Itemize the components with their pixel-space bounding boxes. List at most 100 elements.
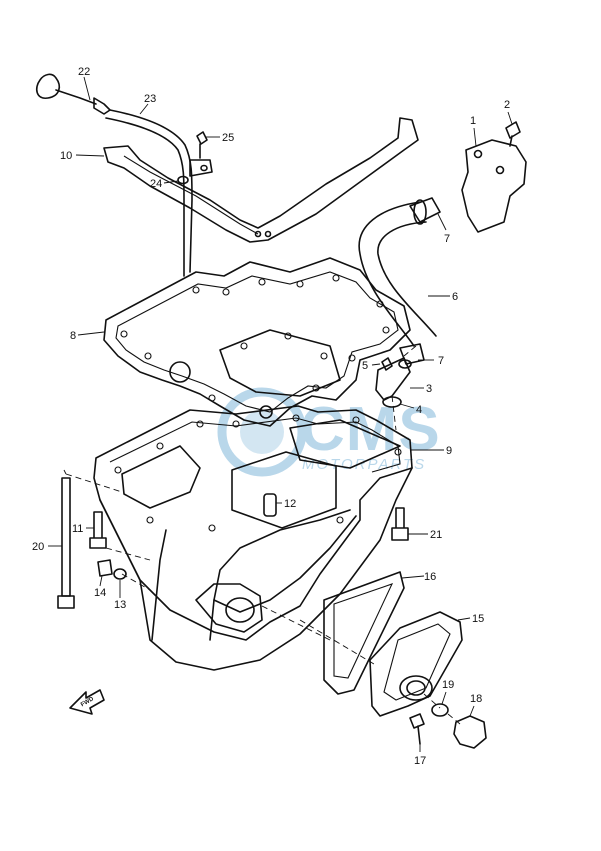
baffle-hole-1 [254,230,262,238]
bolt-17 [409,713,425,745]
oil-pan-rib-2 [209,509,351,641]
gasket-hole [120,330,128,338]
dipstick-handle [35,73,61,99]
leader-4 [399,403,415,409]
leader-5 [371,363,381,366]
baffle-cover [103,117,419,243]
callout-15: 15 [472,613,484,625]
bolt-21 [391,507,409,541]
gasket-16-inner [333,583,394,679]
oil-pan-side-rib [151,529,167,641]
dashed-line-4 [391,395,397,431]
leader-19 [441,691,447,705]
watermark-sub: MOTORPARTS [302,456,426,473]
callout-12: 12 [284,498,296,510]
dashed-line-11 [105,547,151,561]
gasket-hole [222,288,230,296]
callout-16: 16 [424,571,436,583]
pan-hole [114,466,122,474]
gasket-hole [192,286,200,294]
callout-19: 19 [442,679,454,691]
dashed-line-15 [299,619,375,665]
gasket-hole [376,300,384,308]
gasket-hole [240,342,248,350]
oil-pan-flange-holes [114,414,402,532]
clip-7-lower [399,343,425,365]
cover-15 [369,611,463,717]
leader-18 [469,705,475,717]
oil-pan-pocket [289,419,401,469]
leader-1 [473,127,477,147]
dipstick-cap [93,97,111,115]
callout-13: 13 [114,599,126,611]
gasket-bolt-holes [120,274,390,402]
gasket-window [219,329,341,397]
callout-22: 22 [78,66,90,78]
pan-hole [232,420,240,428]
fitting-1 [461,139,527,233]
pipe-3 [375,357,411,401]
oil-pan [93,405,413,671]
hose-6-outer [358,201,421,347]
dipstick-tube-outer [109,109,193,273]
cover-15-boss [399,675,433,701]
callout-9: 9 [446,445,452,457]
oil-pan-rib-3 [213,515,357,613]
callout-4: 4 [416,404,422,416]
o-ring-24 [177,175,189,185]
drain-plug-18 [453,715,487,749]
fwd-arrow: FWD [69,689,105,715]
callout-18: 18 [470,693,482,705]
clip-7-upper [409,197,441,223]
callout-25: 25 [222,132,234,144]
pan-hole [394,448,402,456]
pan-hole [146,516,154,524]
gasket-hole [284,332,292,340]
oil-pan-boss [195,583,263,633]
watermark: CMS MOTORPARTS [217,387,440,477]
gasket-hole [312,384,320,392]
leader-24 [163,180,179,184]
gasket-hole [382,326,390,334]
bolt-2 [505,121,521,147]
leader-8 [77,331,105,336]
dipstick-neck [55,89,97,105]
leader-16 [401,575,425,579]
gasket-hole [208,394,216,402]
baffle-hole-2 [264,230,272,238]
baffle-plate [103,117,419,243]
hose-6-inner [377,221,437,337]
dipstick-bracket-hole [200,164,208,172]
callout-3: 3 [426,383,432,395]
dipstick-bracket [189,159,213,177]
callout-17: 17 [414,755,426,767]
callout-8: 8 [70,330,76,342]
gasket-port [169,361,191,383]
pan-hole [196,420,204,428]
bolt-5 [381,357,393,371]
callout-labels: 2 1 25 23 22 10 24 7 6 8 5 7 3 4 9 16 15… [32,66,510,767]
gasket-port-small [259,405,273,419]
gasket-hole [144,352,152,360]
callout-6: 6 [452,291,458,303]
pipe-3-end [398,359,412,369]
cover-15-inner [383,623,451,701]
callout-2: 2 [504,99,510,111]
leader-14 [99,575,103,587]
leader-2 [507,111,513,125]
oil-pan-lower-body [99,467,413,671]
oil-pan-left-cavity [121,445,201,509]
bolt-25 [196,131,208,159]
dipstick-tube-inner [105,117,185,277]
gasket-outer [103,257,411,427]
leader-22 [83,76,91,101]
side-cover-assembly [323,571,487,749]
oil-pan-inner-window [231,451,337,529]
pan-hole [292,414,300,422]
fitting-1-hole-a [473,149,483,159]
bolt-20-head [57,595,75,609]
leader-7-upper [437,213,447,231]
callout-21: 21 [430,529,442,541]
bolt-11 [89,511,107,549]
